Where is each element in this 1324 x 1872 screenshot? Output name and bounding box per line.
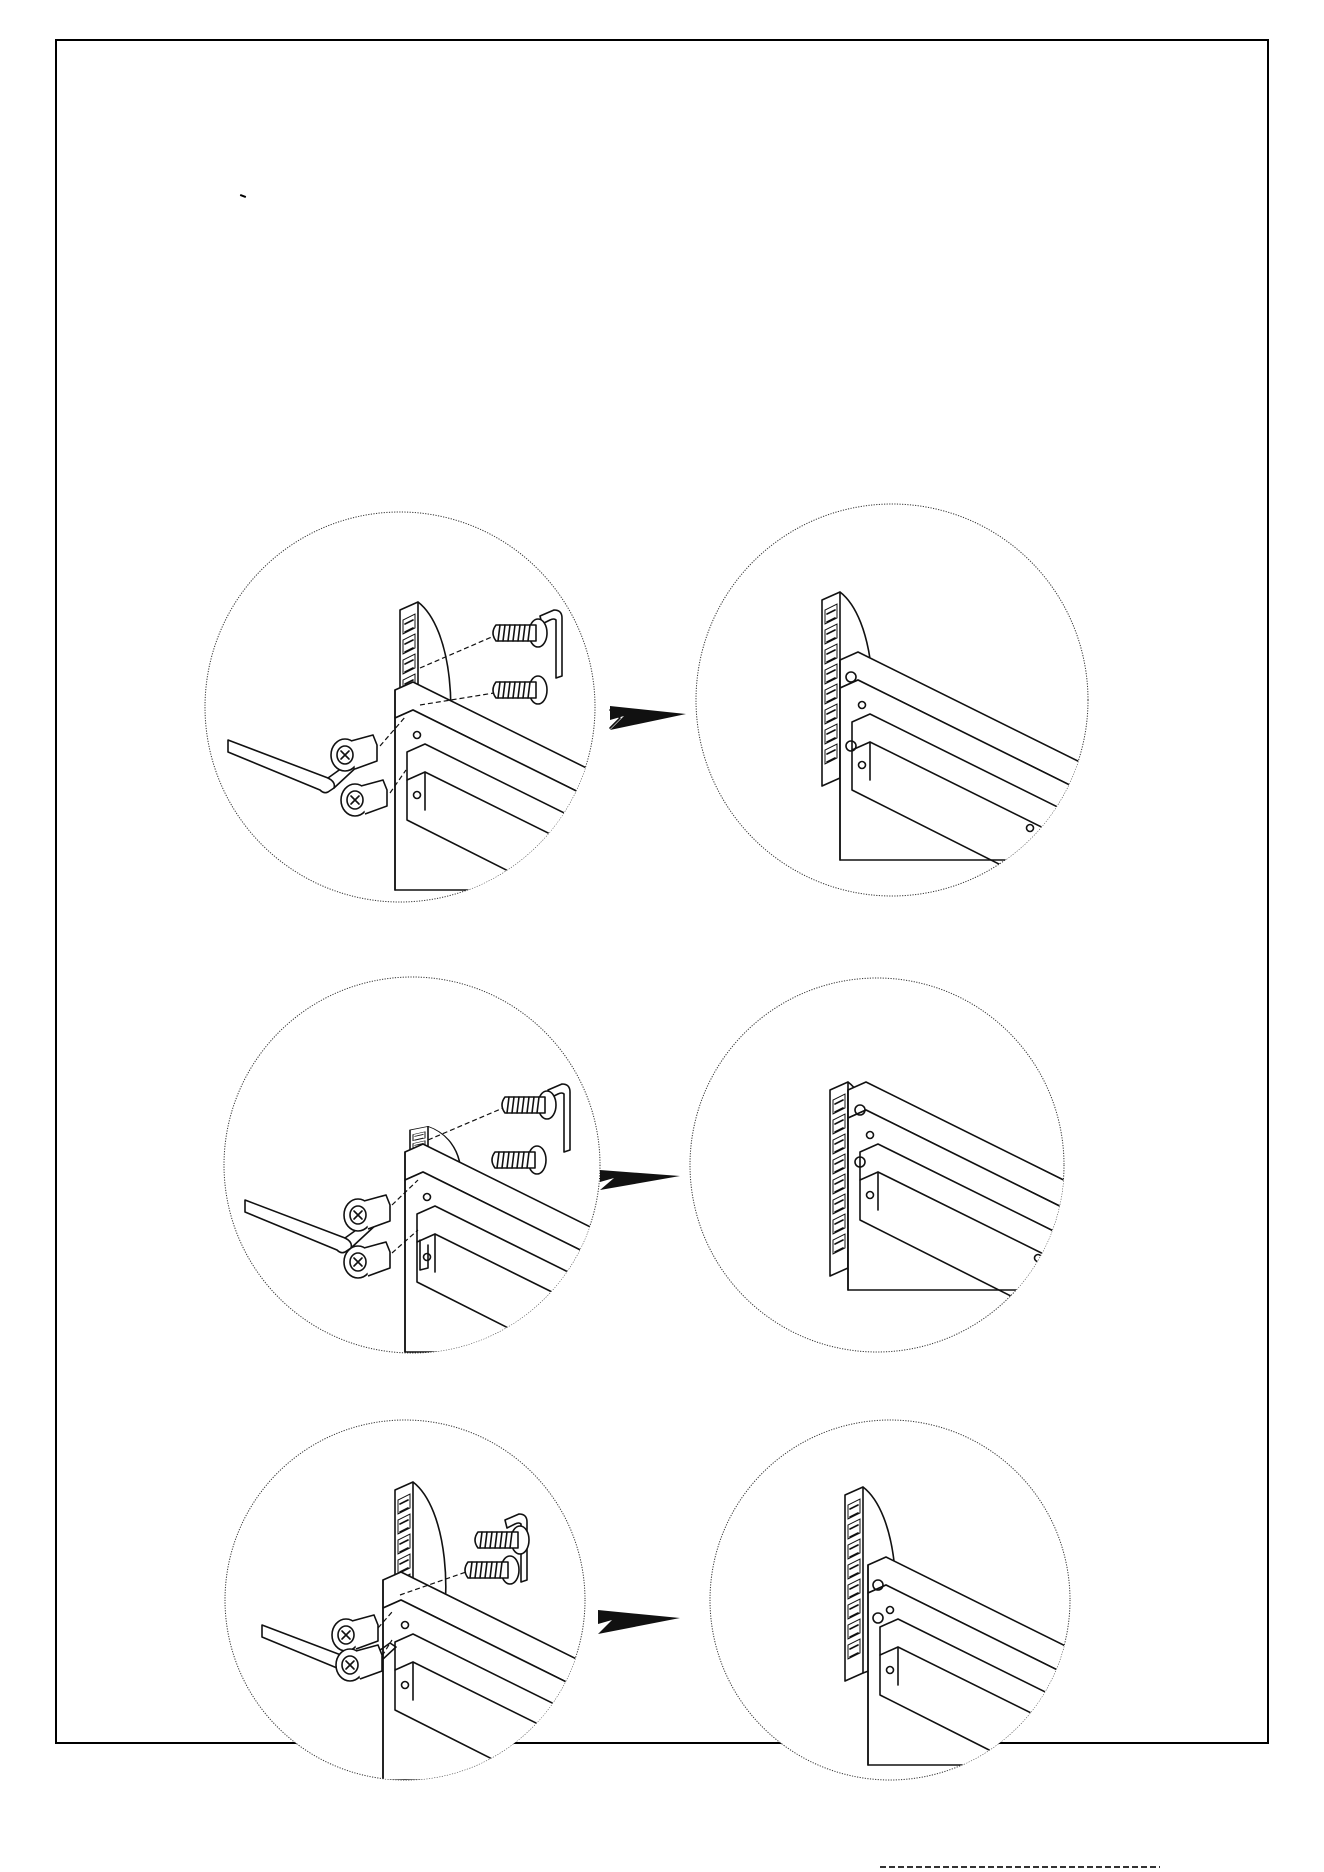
step-1-before	[205, 512, 655, 945]
step-2-after	[690, 978, 1108, 1352]
step-3-before	[225, 1420, 643, 1835]
step-3-after	[710, 1420, 1128, 1820]
step-1-after	[696, 504, 1100, 915]
arrow-right-icon	[598, 1610, 680, 1634]
arrow-right-icon	[600, 1170, 680, 1190]
footer-strip	[880, 1866, 1160, 1868]
arrow-right-icon	[610, 706, 686, 730]
step-2-before	[224, 977, 665, 1407]
